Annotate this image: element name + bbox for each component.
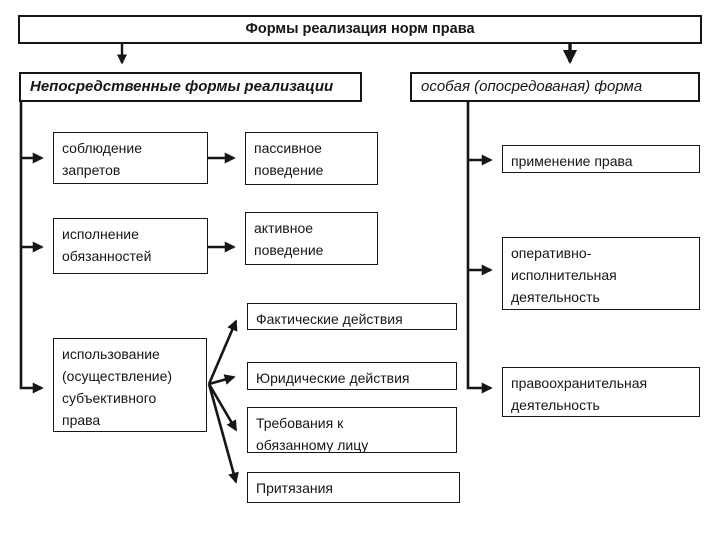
node-claim: Притязания (247, 472, 460, 503)
node-factual-actions: Фактические действия (247, 303, 457, 330)
right-branch-header: особая (опосредованая) форма (410, 72, 700, 102)
connector-usage-to-factual (207, 319, 238, 385)
node-application: применение права (502, 145, 700, 173)
node-passive: пассивное поведение (245, 132, 378, 185)
node-legal-actions: Юридические действия (247, 362, 457, 390)
connector-usage-to-demand (207, 383, 238, 432)
left-branch-header: Непосредственные формы реализации (19, 72, 362, 102)
node-demand: Требования к обязанному лицу (247, 407, 457, 453)
node-enforcement: правоохранительная деятельность (502, 367, 700, 417)
node-active: активное поведение (245, 212, 378, 265)
node-execution: исполнение обязанностей (53, 218, 208, 274)
connector-usage-to-claim (207, 383, 239, 484)
node-observance: соблюдение запретов (53, 132, 208, 184)
diagram-title: Формы реализация норм права (18, 15, 702, 44)
connector-right-trunk-to-enforcement (466, 102, 493, 394)
node-operative: оперативно- исполнительная деятельность (502, 237, 700, 310)
node-usage: использование (осуществление) субъективн… (53, 338, 207, 432)
connector-left-trunk-to-usage (19, 101, 44, 394)
connector-usage-to-legal (208, 374, 236, 386)
